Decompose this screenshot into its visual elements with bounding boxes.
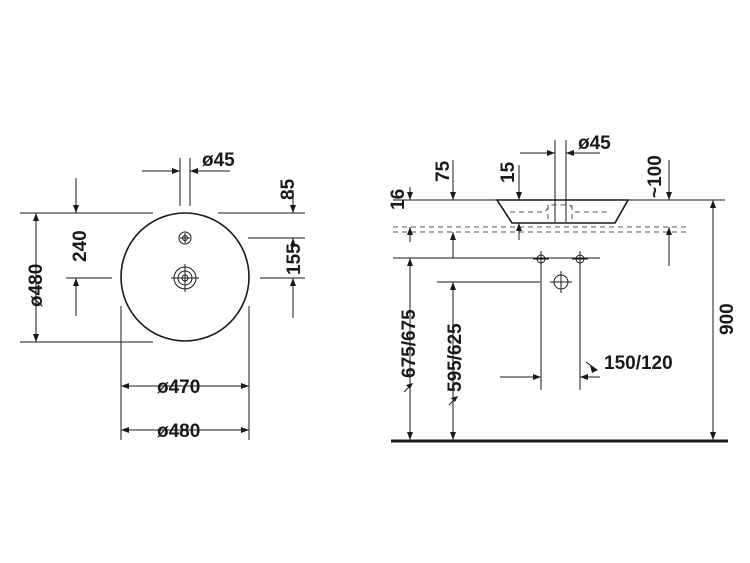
top-outer-diameter-label: ø480	[157, 421, 200, 442]
side-mount-595-label: 595/625	[445, 323, 466, 392]
tap-hole	[178, 231, 192, 245]
top-tap-waste-label: 155	[284, 243, 305, 275]
top-inner-diameter-label: ø470	[157, 377, 200, 398]
top-view: ø45 85 155 240 ø480	[20, 150, 305, 442]
side-total-height-label: 900	[717, 303, 738, 335]
basin-outer-circle	[120, 212, 250, 342]
side-approx-100-label: ~100	[645, 155, 666, 198]
top-outer-diameter-side-label: ø480	[26, 264, 47, 307]
side-spacing-label: 150/120	[604, 353, 673, 374]
top-tap-diameter-label: ø45	[202, 150, 235, 171]
side-height-15-label: 15	[498, 161, 519, 183]
side-tap-diameter-label: ø45	[578, 133, 611, 154]
side-height-75-label: 75	[433, 160, 454, 182]
side-mount-675-label: 675/675	[399, 309, 420, 378]
side-rim-16-label: 16	[388, 189, 409, 210]
top-waste-depth-label: 240	[70, 230, 91, 262]
top-tap-offset-label: 85	[278, 178, 299, 200]
side-view: 150/120 ø45 75 15 ~100 16	[388, 133, 738, 443]
basin-profile	[495, 199, 630, 224]
